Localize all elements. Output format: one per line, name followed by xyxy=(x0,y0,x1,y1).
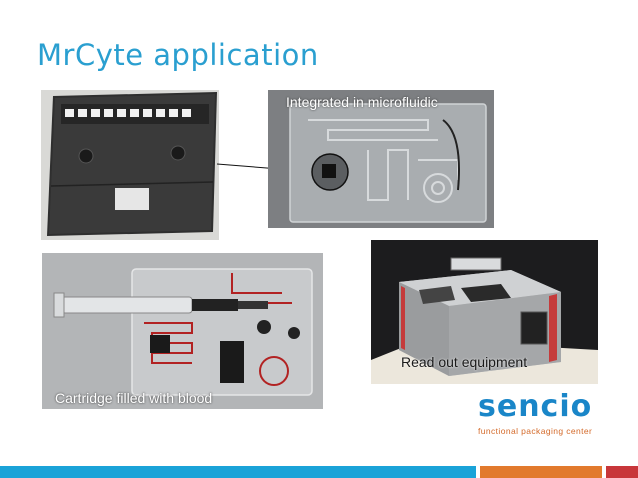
microfluidic-image xyxy=(268,90,494,228)
footer-bar-blue xyxy=(0,466,476,478)
footer-bar-red xyxy=(606,466,638,478)
slide-title: MrCyte application xyxy=(37,38,319,72)
microfluidic-photo: Integrated in microfluidic xyxy=(268,90,494,228)
equipment-photo: Read out equipment xyxy=(371,240,598,384)
equipment-image xyxy=(371,240,598,384)
equipment-caption: Read out equipment xyxy=(401,354,528,370)
cartridge-caption: Cartridge filled with blood xyxy=(55,390,213,406)
microfluidic-caption: Integrated in microfluidic xyxy=(286,94,438,110)
chip-image xyxy=(41,90,219,240)
cartridge-image xyxy=(42,253,323,409)
logo-tagline: functional packaging center xyxy=(478,426,593,436)
footer-bar-orange xyxy=(480,466,602,478)
logo-wordmark: sencio xyxy=(478,389,593,424)
sencio-logo: sencio functional packaging center xyxy=(478,392,608,442)
chip-photo xyxy=(41,90,219,240)
cartridge-photo: Cartridge filled with blood xyxy=(42,253,323,409)
